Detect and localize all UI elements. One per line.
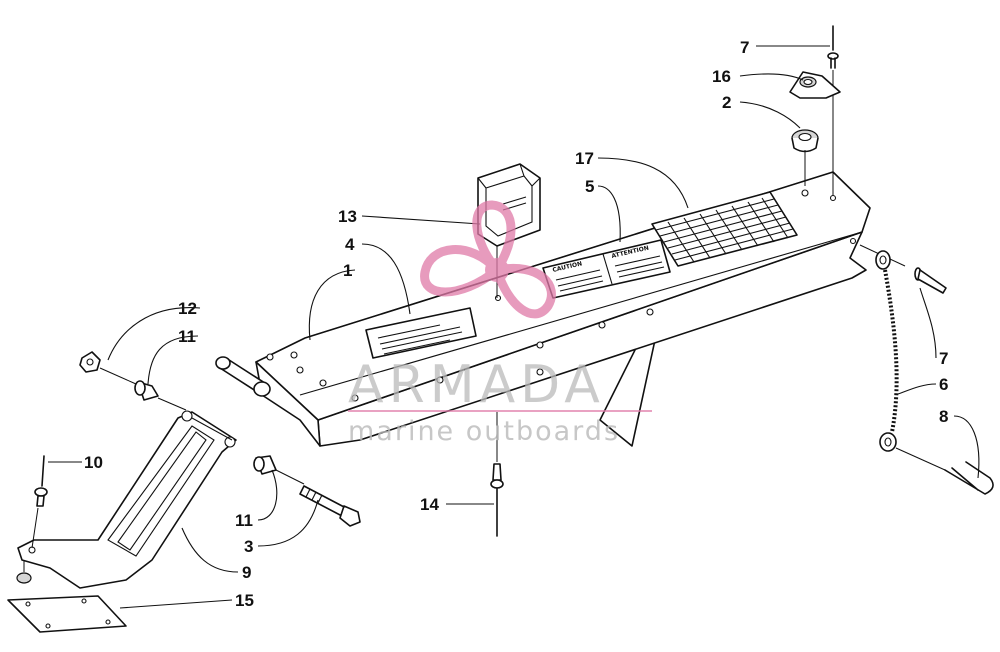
bushing-part-11-bottom xyxy=(253,455,305,485)
watermark-tagline: marine outboards xyxy=(348,416,620,447)
callout-13: 13 xyxy=(338,207,357,226)
callout-4: 4 xyxy=(345,235,355,254)
callout-5: 5 xyxy=(585,177,594,196)
callout-17: 17 xyxy=(575,149,594,168)
callout-11-top: 11 xyxy=(178,327,196,346)
mount-part-16 xyxy=(789,71,841,99)
callouts: 7 16 2 17 5 13 4 1 12 11 10 11 3 9 15 14… xyxy=(84,38,948,610)
grid-decal-17 xyxy=(651,191,798,267)
hairpin-part-8 xyxy=(895,447,994,495)
plate-part-15 xyxy=(7,595,127,633)
bracket-holes xyxy=(266,189,857,402)
callout-2: 2 xyxy=(722,93,731,112)
bushing-part-11-top xyxy=(134,380,187,411)
callout-12: 12 xyxy=(178,299,197,318)
callout-7-right: 7 xyxy=(939,349,948,368)
callout-8: 8 xyxy=(939,407,948,426)
callout-16: 16 xyxy=(712,67,731,86)
callout-6: 6 xyxy=(939,375,948,394)
armada-watermark: ARMADA marine outboards xyxy=(348,200,652,447)
leader-lines xyxy=(48,45,980,609)
callout-7-top: 7 xyxy=(740,38,749,57)
washer xyxy=(16,560,32,584)
clip-part-13 xyxy=(477,163,541,298)
callout-15: 15 xyxy=(235,591,254,610)
bolt-part-3 xyxy=(299,485,361,527)
lanyard-part-6 xyxy=(875,250,899,452)
propeller-logo xyxy=(420,200,556,319)
warning-decal-4 xyxy=(365,307,477,359)
callout-11-bottom: 11 xyxy=(235,511,253,530)
callout-3: 3 xyxy=(244,537,253,556)
rivet-part-7-right xyxy=(859,244,947,294)
watermark-brand: ARMADA xyxy=(348,355,605,415)
rivet-part-7-top xyxy=(827,25,839,196)
callout-14: 14 xyxy=(420,495,439,514)
nut-part-12 xyxy=(79,351,137,385)
grommet-part-2 xyxy=(791,129,819,186)
callout-9: 9 xyxy=(242,563,251,582)
rivet-part-10 xyxy=(31,455,48,549)
callout-1: 1 xyxy=(343,261,352,280)
watermark-rule xyxy=(348,410,652,412)
callout-10: 10 xyxy=(84,453,103,472)
mount-bracket-part-9 xyxy=(17,410,237,589)
rivet-part-14 xyxy=(490,412,504,537)
